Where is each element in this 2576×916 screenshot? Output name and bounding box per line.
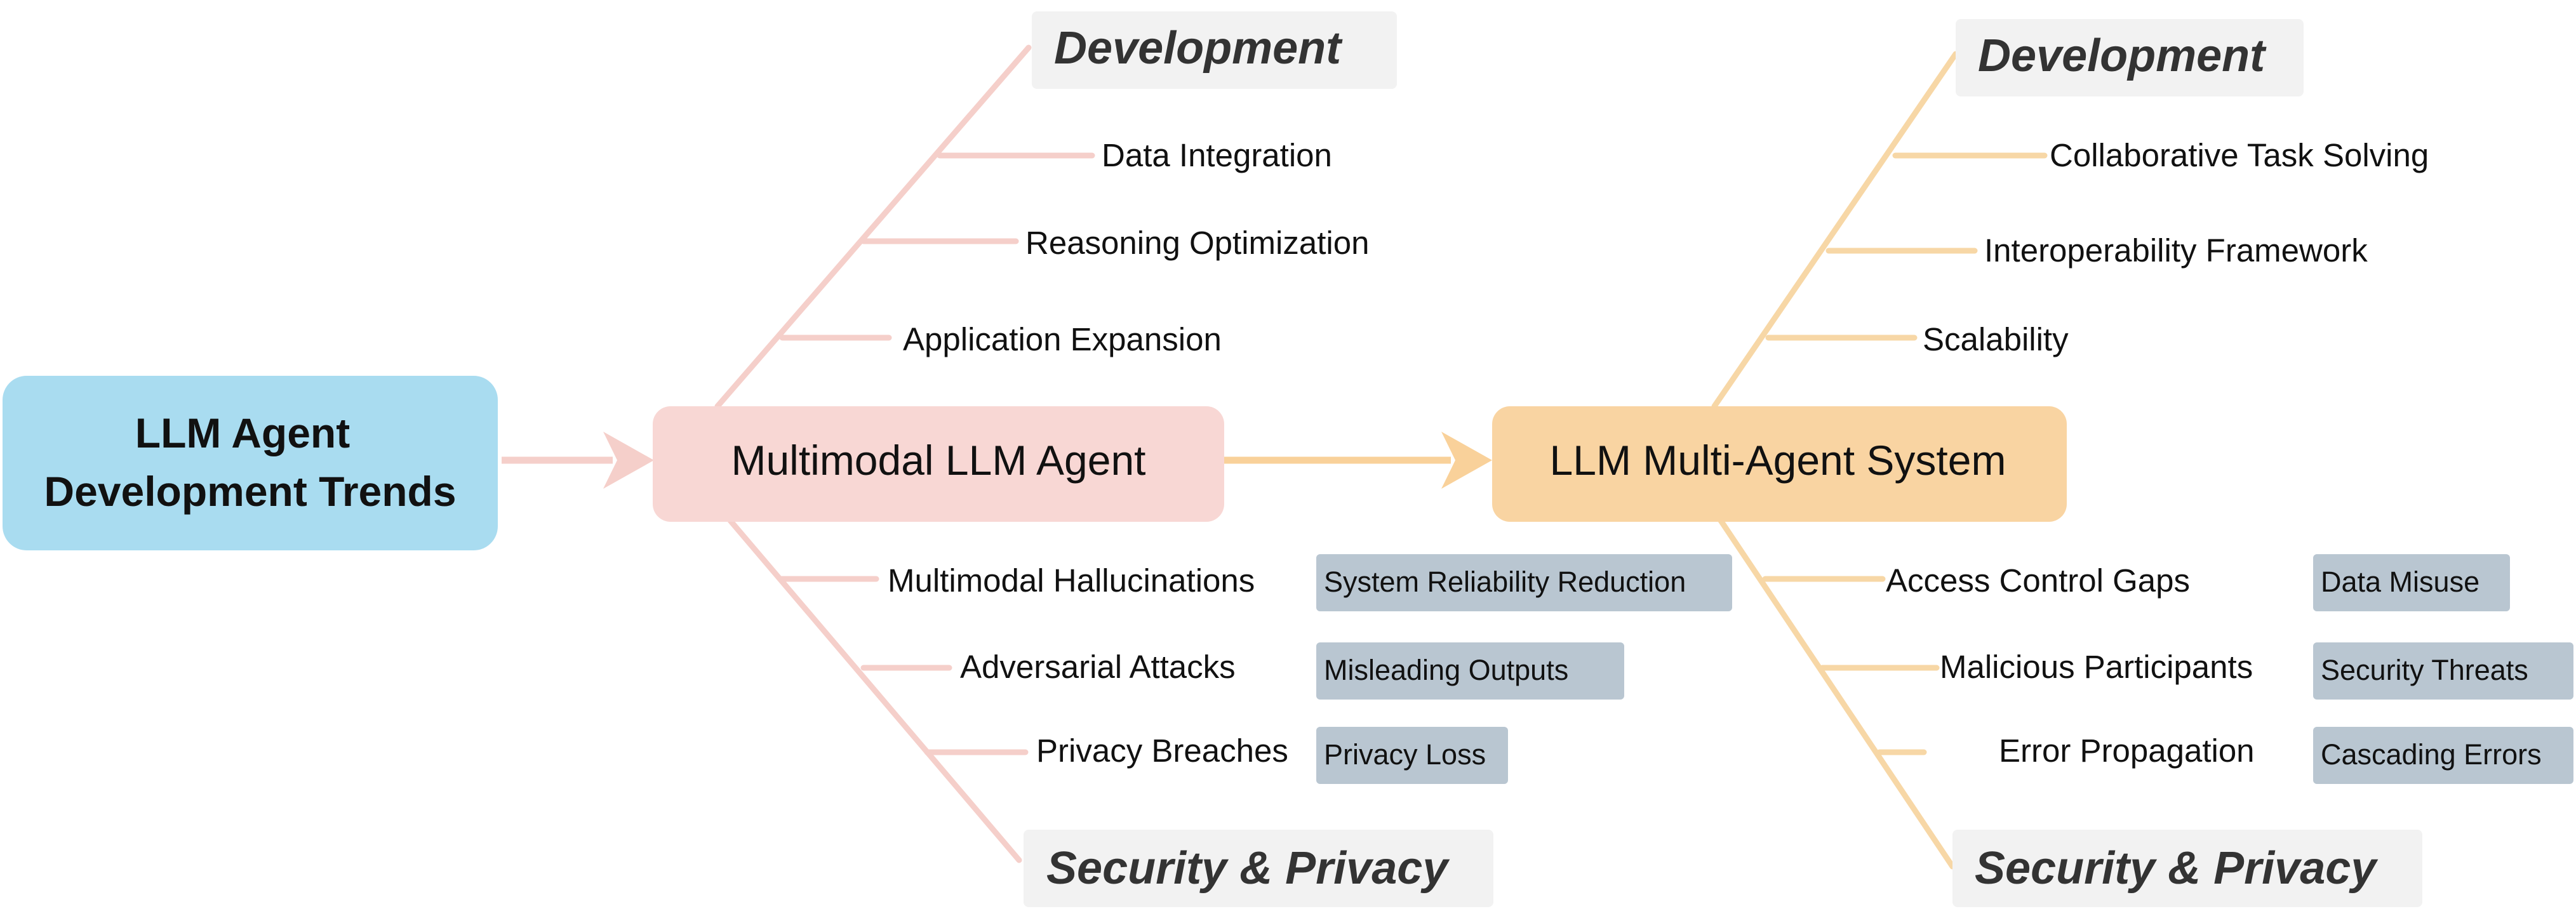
multi-agent-sec-item-3: Error Propagation [1999,733,2255,769]
multimodal-sec-tag-1-box [1316,554,1732,611]
multi-agent-sec-item-1: Access Control Gaps [1886,562,2190,599]
multimodal-sec-tag-3: Privacy Loss [1324,738,1486,771]
multimodal-sec-spine [727,517,1022,863]
multi-agent-dev-spine [1711,51,1959,409]
multimodal-sec-tag-2-box [1316,642,1624,700]
multimodal-sec-item-1: Multimodal Hallucinations [888,562,1255,599]
multi-agent-sec-tag-1-box [2313,554,2510,611]
multimodal-sec-tag-1: System Reliability Reduction [1324,566,1686,598]
multi-agent-dev-item-3: Scalability [1923,321,2069,357]
multimodal-branch-lines [714,44,1095,863]
multi-agent-sec-spine [1718,517,1956,870]
multi-agent-sec-tag-2: Security Threats [2321,654,2528,686]
multi-agent-sec-tag-3: Cascading Errors [2321,738,2542,771]
multimodal-dev-item-2: Reasoning Optimization [1025,225,1369,261]
multimodal-box [653,406,1224,522]
multi-agent-box [1492,406,2067,522]
multimodal-node: Multimodal LLM Agent [653,406,1224,522]
multimodal-dev-item-3: Application Expansion [903,321,1222,357]
multimodal-sec-heading-box [1024,830,1493,907]
root-box [3,376,498,550]
flow-arrow-multimodal-to-multi-agent [1224,432,1492,489]
multimodal-title: Multimodal LLM Agent [731,437,1145,484]
multi-agent-dev-item-1: Collaborative Task Solving [2050,137,2429,173]
multimodal-sec-item-2: Adversarial Attacks [960,649,1236,685]
multi-agent-sec-item-2: Malicious Participants [1940,649,2253,685]
multi-agent-dev-item-2: Interoperability Framework [1984,232,2368,269]
multimodal-sec-tag-3-box [1316,727,1508,784]
multi-agent-sec-tag-3-box [2313,727,2573,784]
multi-agent-branch-lines [1711,51,2048,870]
multi-agent-sec-tag-1: Data Misuse [2321,566,2479,598]
multimodal-sec-item-3: Privacy Breaches [1036,733,1288,769]
flow-arrow-root-to-multimodal [502,432,654,489]
multimodal-sec-heading: Security & Privacy [1046,843,1450,894]
multi-agent-dev-heading-box [1956,19,2304,96]
multimodal-dev-heading-box [1032,11,1397,89]
multimodal-sec-tag-2: Misleading Outputs [1324,654,1568,686]
multi-agent-sec-heading: Security & Privacy [1975,843,2379,894]
multimodal-dev-heading: Development [1054,23,1343,74]
multimodal-dev-item-1: Data Integration [1102,137,1332,173]
root-title-line2: Development Trends [44,468,456,515]
multi-agent-title: LLM Multi-Agent System [1550,437,2006,484]
multi-agent-dev-heading: Development [1978,30,2267,81]
multi-agent-sec-heading-box [1952,830,2422,907]
multi-agent-sec-tag-2-box [2313,642,2573,700]
root-title-line1: LLM Agent [135,409,350,456]
root-node: LLM Agent Development Trends [3,376,498,550]
multimodal-dev-spine [714,44,1032,409]
multi-agent-node: LLM Multi-Agent System [1492,406,2067,522]
